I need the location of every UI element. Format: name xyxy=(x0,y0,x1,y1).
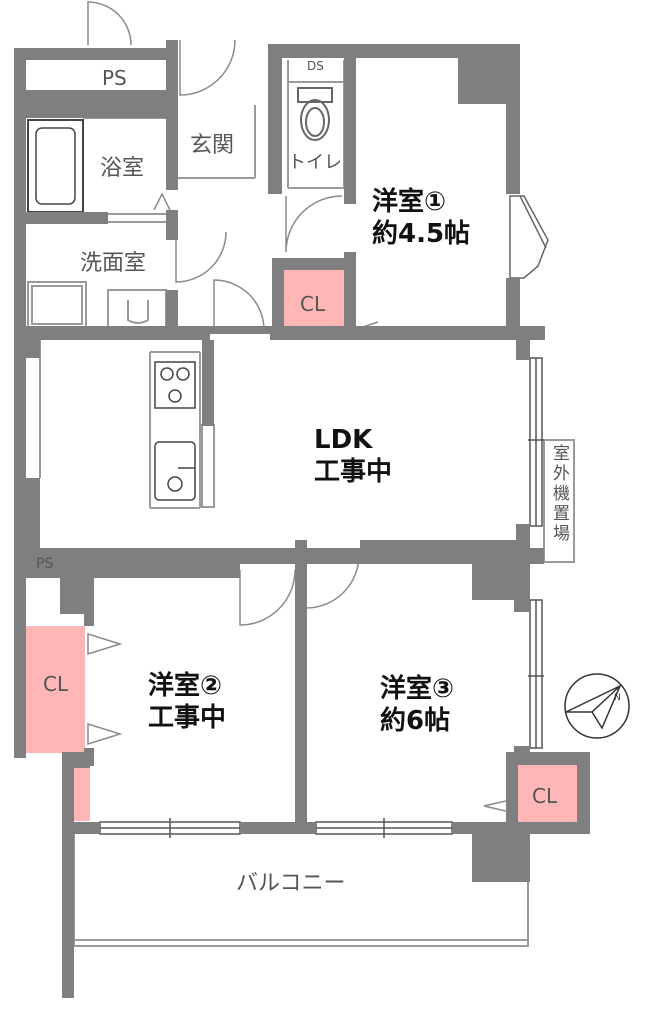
ldk-status: 工事中 xyxy=(314,457,392,487)
room1-name: 洋室① xyxy=(372,186,446,217)
toilet-label: トイレ xyxy=(288,152,342,173)
washroom-label: 洗面室 xyxy=(80,251,146,276)
room3-size: 約6帖 xyxy=(380,705,450,736)
north-arrow-icon: N xyxy=(564,673,630,739)
cl-room3-label: CL xyxy=(532,784,558,808)
entrance-label: 玄関 xyxy=(190,133,234,158)
cl-entry-label: CL xyxy=(300,292,326,316)
closet-room3 xyxy=(518,765,577,824)
svg-text:N: N xyxy=(614,693,621,703)
bath-label: 浴室 xyxy=(100,156,144,181)
toilet-bowl xyxy=(300,99,330,141)
closets xyxy=(25,270,577,824)
room2-status: 工事中 xyxy=(148,703,226,733)
outdoor-unit-area xyxy=(543,439,575,563)
room2-name: 洋室② xyxy=(148,670,222,701)
stove-icon xyxy=(154,361,196,409)
room1-size: 約4.5帖 xyxy=(372,218,470,249)
toilet-tank xyxy=(297,87,333,103)
doors xyxy=(87,1,511,813)
sink-icon xyxy=(154,441,196,501)
closet-entry xyxy=(284,270,346,332)
closet-left xyxy=(25,626,85,753)
outdoor-unit-label: 室外機置場 xyxy=(549,444,570,544)
ldk-name: LDK xyxy=(314,425,373,455)
balcony-label: バルコニー xyxy=(236,871,346,896)
walls xyxy=(14,40,590,998)
room3-name: 洋室③ xyxy=(380,673,454,704)
ps-left-label: PS xyxy=(36,556,53,572)
ds-label: DS xyxy=(307,59,324,73)
cl-left-label: CL xyxy=(43,672,69,696)
closet-left-strip xyxy=(74,766,90,821)
ps-top-label: PS xyxy=(102,66,127,90)
